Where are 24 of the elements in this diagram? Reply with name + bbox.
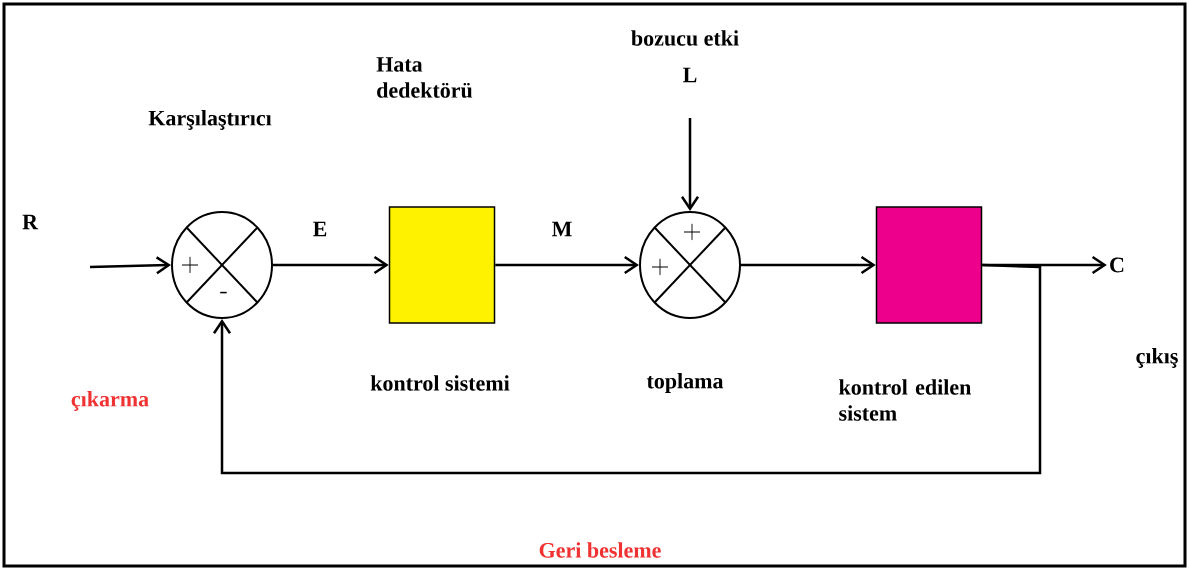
label: L <box>683 67 697 83</box>
arrow <box>680 118 700 211</box>
process-box <box>875 206 983 324</box>
label: Geri besleme <box>539 542 661 558</box>
label: bozucu etki <box>631 30 739 46</box>
arrow <box>495 255 639 275</box>
label: çıkış <box>1136 348 1178 368</box>
arrow <box>212 263 1042 475</box>
arrow <box>741 255 876 275</box>
block-label: kontrol edilen sistem <box>839 379 972 421</box>
label: Karşılaştırıcı <box>148 110 272 130</box>
process-box <box>388 206 496 324</box>
summing-junction: + + <box>639 211 741 319</box>
edge-label: E <box>311 220 329 238</box>
arrow <box>273 255 389 275</box>
summing-junction: + - <box>171 211 273 319</box>
label: Hata dedektörü <box>376 57 473 98</box>
label: çıkarma <box>71 391 149 411</box>
label: R <box>22 214 39 230</box>
arrow <box>89 256 171 275</box>
output-label: C <box>1110 257 1124 273</box>
block-label: kontrol sistemi <box>370 375 510 391</box>
edge-label: M <box>550 220 574 238</box>
block-label: toplama <box>646 373 724 393</box>
